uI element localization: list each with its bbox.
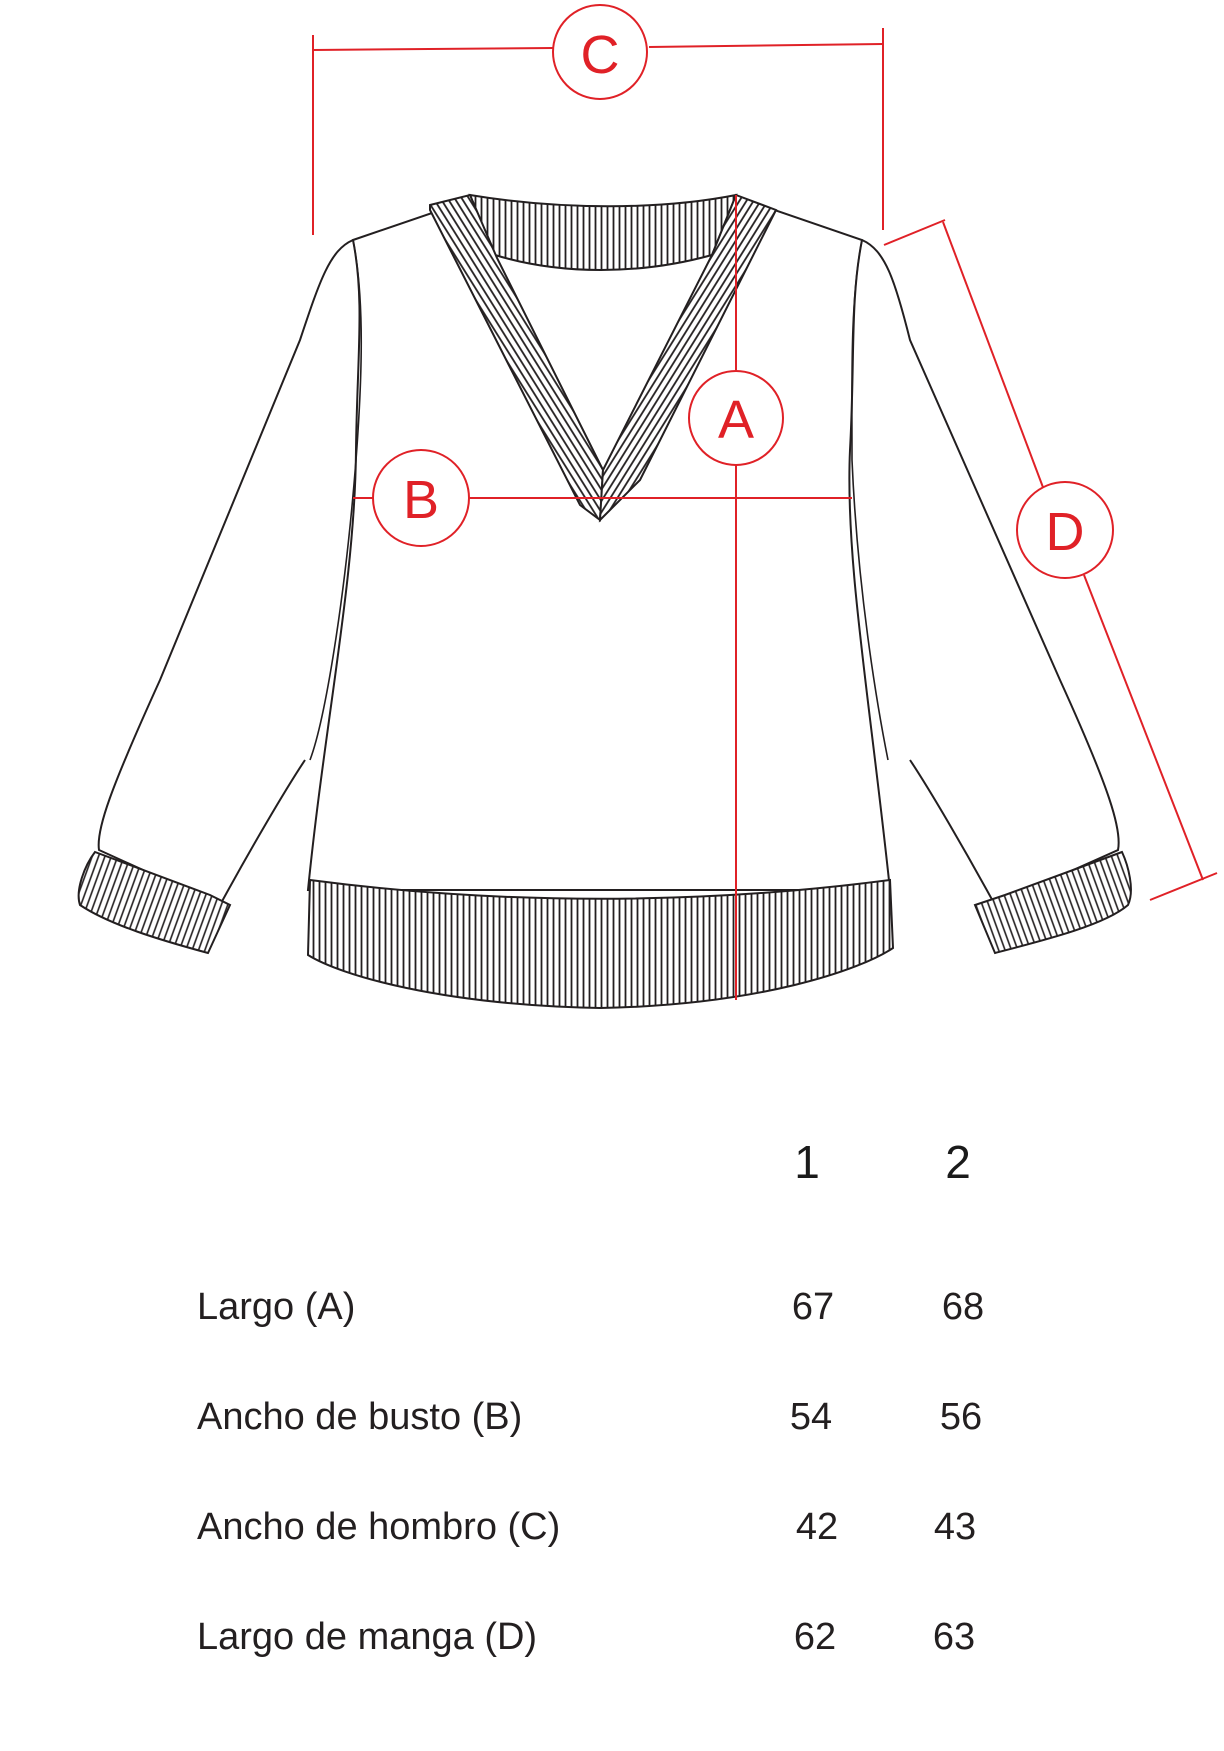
right-sleeve [861,239,1120,907]
sweater-body [306,198,892,891]
cell-ancho-hombro-2: 43 [933,1506,977,1548]
row-label-largo-manga: Largo de manga (D) [197,1616,538,1658]
measure-c: C [312,4,884,235]
measure-d: D [883,219,1218,901]
right-v-neckband [598,193,778,523]
size-header-1: 1 [794,1136,820,1188]
marker-b-label: B [403,470,439,530]
left-side-seam [309,239,363,761]
measure-a: A [688,195,784,1000]
right-cuff [973,850,1132,955]
marker-c-label: C [581,25,620,85]
row-label-ancho-busto: Ancho de busto (B) [197,1396,523,1438]
right-side-seam [851,239,889,761]
measure-b: B [353,449,852,547]
cell-ancho-busto-2: 56 [939,1396,983,1438]
cell-largo-2: 68 [941,1286,985,1328]
marker-c-circle [552,4,648,100]
back-neckband [468,193,738,271]
marker-d-circle [1016,481,1114,579]
row-label-ancho-hombro: Ancho de hombro (C) [197,1506,561,1548]
left-cuff [77,850,232,955]
marker-b-circle [372,449,470,547]
size-header-2: 2 [945,1136,971,1188]
marker-a-circle [688,370,784,466]
cell-ancho-busto-1: 54 [789,1396,833,1438]
row-label-largo: Largo (A) [197,1286,356,1328]
cell-largo-manga-1: 62 [793,1616,837,1658]
marker-a-label: A [718,390,754,450]
cell-largo-1: 67 [791,1286,835,1328]
cell-ancho-hombro-1: 42 [795,1506,839,1548]
marker-d-label: D [1046,502,1085,562]
garment-diagram: C A B D [77,4,1218,1010]
cell-largo-manga-2: 63 [932,1616,976,1658]
hem-band [306,878,895,1010]
left-sleeve [97,239,354,907]
